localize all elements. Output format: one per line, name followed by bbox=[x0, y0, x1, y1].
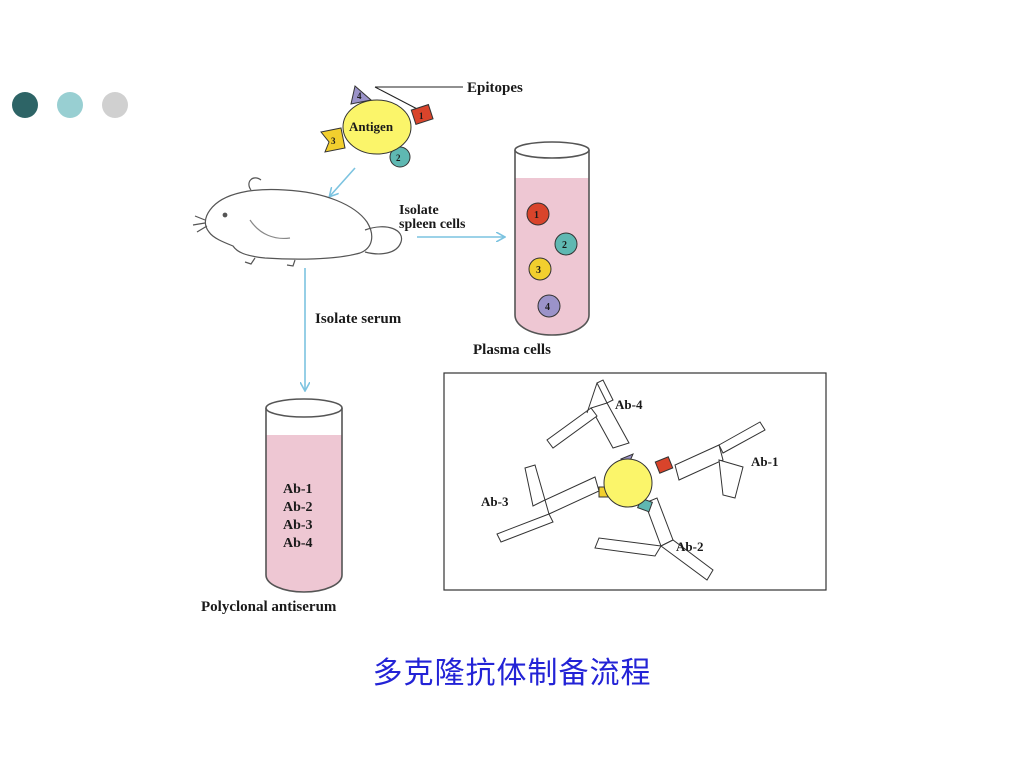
inset-ab-4-label: Ab-4 bbox=[615, 397, 643, 412]
isolate-serum-label: Isolate serum bbox=[315, 311, 402, 327]
epitope-4-shape bbox=[350, 85, 373, 105]
antibody-ab-3 bbox=[496, 464, 600, 543]
plasma-cells-label: Plasma cells bbox=[473, 342, 551, 358]
epitope-3-number: 3 bbox=[331, 136, 336, 146]
plasma-cell-2-number: 2 bbox=[562, 240, 567, 251]
epitope-callout-lines bbox=[374, 86, 463, 113]
polyclonal-antibody-figure: Epitopes 4 1 3 2 Antigen Isolate spleen … bbox=[192, 70, 840, 630]
plasma-cells-tube: 1 2 3 4 bbox=[514, 141, 590, 336]
arrow-antigen-to-mouse bbox=[330, 167, 356, 196]
plasma-cell-1 bbox=[526, 202, 550, 226]
plasma-cell-4 bbox=[537, 294, 561, 318]
polyclonal-antiserum-label: Polyclonal antiserum bbox=[201, 599, 337, 615]
dot-dark-teal bbox=[12, 92, 38, 118]
isolate-spleen-line2: spleen cells bbox=[399, 217, 466, 232]
epitope-3-shape bbox=[320, 127, 346, 153]
dot-light-gray bbox=[102, 92, 128, 118]
tube-ab-3: Ab-3 bbox=[283, 518, 313, 533]
antibody-ab-4 bbox=[546, 379, 630, 449]
plasma-cell-1-number: 1 bbox=[534, 210, 539, 221]
plasma-cell-2 bbox=[554, 232, 578, 256]
plasma-cell-3-number: 3 bbox=[536, 265, 541, 276]
epitopes-label: Epitopes bbox=[467, 80, 523, 96]
tube-ab-1: Ab-1 bbox=[283, 482, 313, 497]
slide-caption: 多克隆抗体制备流程 bbox=[372, 656, 652, 691]
isolate-spleen-line1: Isolate bbox=[399, 203, 439, 218]
inset-epitope-1 bbox=[654, 456, 674, 474]
epitope-4-number: 4 bbox=[357, 91, 362, 101]
epitope-1-shape bbox=[410, 103, 434, 126]
antibody-ab-2 bbox=[594, 497, 714, 581]
decorative-dots bbox=[12, 92, 128, 118]
tube-ab-2: Ab-2 bbox=[283, 500, 313, 515]
inset-ab-2-label: Ab-2 bbox=[676, 539, 703, 554]
diagram-svg: Epitopes 4 1 3 2 Antigen Isolate spleen … bbox=[192, 80, 827, 615]
plasma-cell-3 bbox=[528, 257, 552, 281]
plasma-cell-4-number: 4 bbox=[545, 302, 550, 313]
dot-light-teal bbox=[57, 92, 83, 118]
epitope-2-number: 2 bbox=[396, 153, 401, 163]
antibody-ab-1 bbox=[674, 421, 766, 499]
inset-antigen bbox=[603, 458, 653, 508]
inset-ab-3-label: Ab-3 bbox=[481, 494, 509, 509]
antibody-binding-inset: Ab-4 Ab-1 Ab-2 Ab-3 bbox=[443, 372, 827, 591]
antigen: 4 1 3 2 Antigen bbox=[320, 85, 434, 168]
mouse-icon bbox=[192, 177, 403, 267]
antiserum-tube: Ab-1 Ab-2 Ab-3 Ab-4 bbox=[265, 398, 343, 593]
antigen-label: Antigen bbox=[349, 119, 394, 134]
epitope-1-number: 1 bbox=[419, 111, 424, 121]
antigen-circle bbox=[342, 99, 412, 155]
inset-ab-1-label: Ab-1 bbox=[751, 454, 778, 469]
tube-ab-4: Ab-4 bbox=[283, 536, 313, 551]
